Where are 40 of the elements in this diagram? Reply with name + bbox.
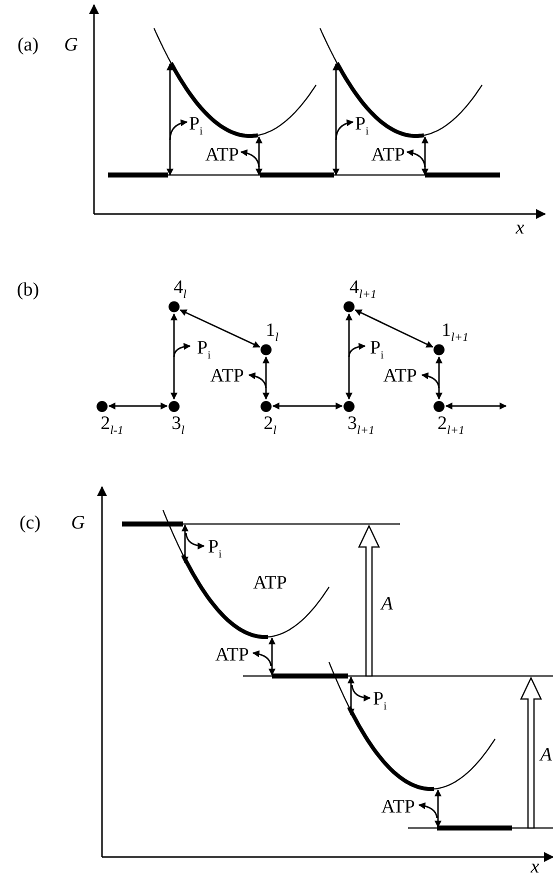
panel-label: (a) xyxy=(17,36,39,54)
double-arrow xyxy=(445,402,507,410)
state-label: 1$_{l}$ xyxy=(266,320,278,342)
double-arrow xyxy=(354,309,434,348)
double-arrow xyxy=(262,356,270,400)
species-label: ATP xyxy=(210,366,244,386)
double-arrow xyxy=(108,402,168,410)
panel-label: (b) xyxy=(16,280,40,300)
double-arrow xyxy=(272,402,343,410)
state-label: 3$_{l+1}$ xyxy=(348,414,374,436)
species-label: ATP xyxy=(215,646,249,664)
species-label: ATP xyxy=(381,798,415,816)
double-arrow xyxy=(436,356,442,400)
double-arrow xyxy=(170,313,178,400)
double-arrow xyxy=(180,309,260,348)
axis-label: G xyxy=(64,36,78,54)
affinity-label: A xyxy=(540,746,552,764)
affinity-label: A xyxy=(381,594,393,614)
species-label: P$_{i}$ xyxy=(208,538,222,560)
species-label: ATP xyxy=(253,574,287,592)
species-label: P$_{i}$ xyxy=(370,338,384,362)
panel-label: (c) xyxy=(19,514,41,532)
species-label: P$_{i}$ xyxy=(373,690,387,712)
species-label: P$_{i}$ xyxy=(197,338,211,362)
state-label: 2$_{l+1}$ xyxy=(438,414,464,436)
species-label: ATP xyxy=(205,146,239,164)
species-label: ATP xyxy=(371,146,405,164)
double-arrow xyxy=(346,313,352,400)
axis-label: G xyxy=(71,514,85,532)
species-label: P$_{i}$ xyxy=(189,114,203,138)
state-label: 4$_{l}$ xyxy=(174,278,186,300)
axis-label: x xyxy=(530,858,540,876)
species-label: P$_{i}$ xyxy=(355,114,369,138)
state-label: 1$_{l+1}$ xyxy=(442,320,468,342)
axis-label: x xyxy=(516,218,524,238)
state-label: 2$_{l-1}$ xyxy=(100,414,124,436)
state-label: 2$_{l}$ xyxy=(264,414,276,436)
species-label: ATP xyxy=(383,366,417,386)
state-label: 3$_{l}$ xyxy=(172,414,184,436)
state-label: 4$_{l+1}$ xyxy=(350,278,376,300)
